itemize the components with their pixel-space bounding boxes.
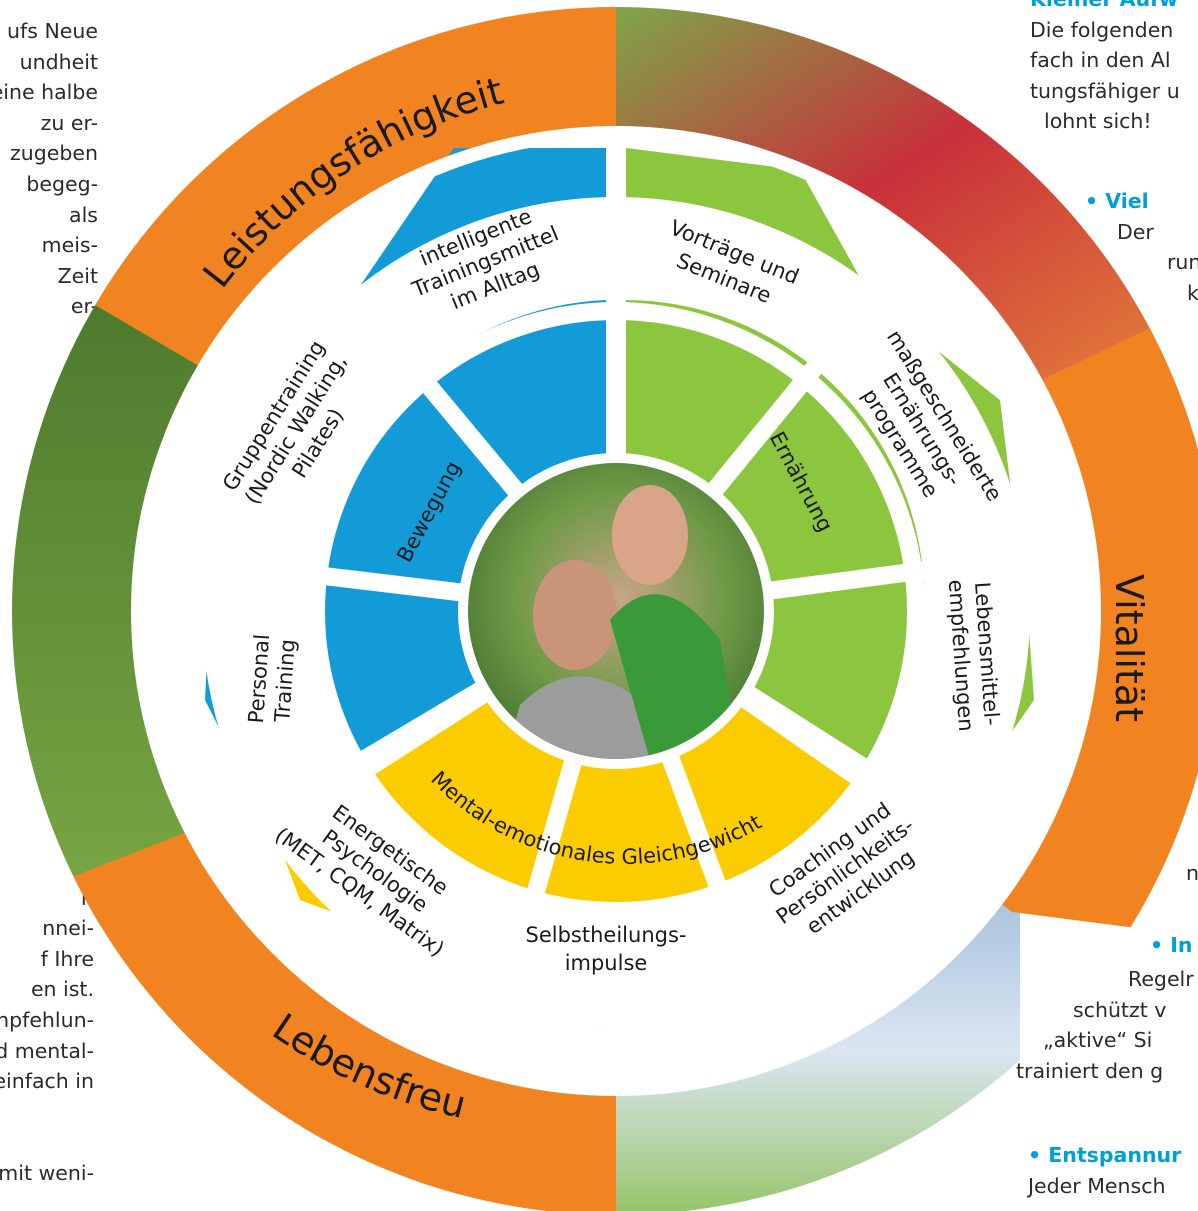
svg-text:Training: Training [270,638,300,723]
right-bullet-1: • Viel Der run k [1085,189,1198,305]
right-bullet-3: • Entspannur Jeder Mensch [1028,1143,1182,1198]
right-page-text: Kleiner Aufw Die folgenden fach in den A… [1030,0,1180,137]
segment-label-selbstheilung: Selbstheilungs- impulse [526,923,687,975]
right-fragment-1: n [1186,861,1198,885]
right-bullet-2: • In [1150,933,1193,957]
couple-photo [468,463,764,759]
label-vitalitaet: Vitalität [1107,574,1151,722]
right-heading: Kleiner Aufw [1030,0,1180,15]
right-lines-c: Regelr schützt v „aktive“ Si trainiert d… [1016,967,1194,1083]
segment-label-personal: Personal Training [244,633,300,724]
svg-text:Selbstheilungs-: Selbstheilungs- [526,923,687,947]
svg-text:impulse: impulse [565,951,648,975]
